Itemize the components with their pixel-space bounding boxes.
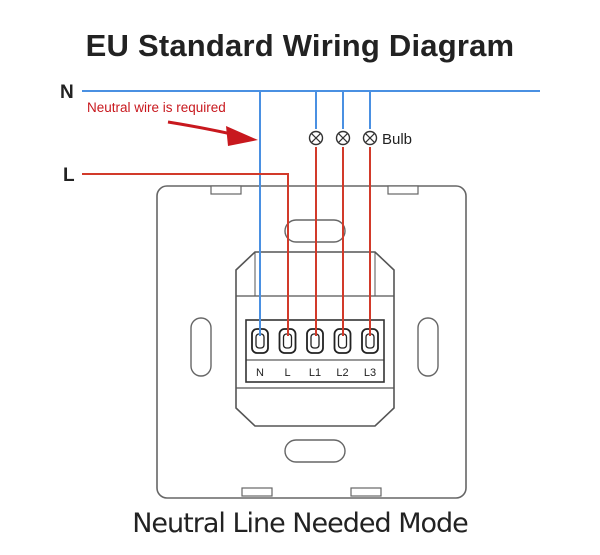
neutral-required-note: Neutral wire is required (87, 100, 226, 115)
mount-slot-bottom (284, 439, 346, 463)
pointer-arrow (167, 120, 237, 137)
terminal-label-n: N (256, 367, 264, 379)
plate-clip-top-right (387, 185, 419, 195)
bulb-1-icon (308, 130, 324, 146)
mount-slot-right (417, 317, 439, 377)
terminal-label-l: L (284, 367, 290, 379)
terminal-label-l1: L1 (309, 367, 321, 379)
bulb-3-icon (362, 130, 378, 146)
mount-slot-left (190, 317, 212, 377)
plate-clip-top-left (210, 185, 242, 195)
terminal-label-l3: L3 (364, 367, 376, 379)
live-label: L (63, 165, 75, 186)
live-wire (82, 173, 289, 336)
pointer-arrow-head (226, 126, 258, 146)
mode-subtitle: Neutral Line Needed Mode (132, 508, 469, 539)
diagram-title: EU Standard Wiring Diagram (85, 28, 515, 63)
plate-clip-bottom-right (350, 487, 382, 497)
terminal-label-l2: L2 (336, 367, 348, 379)
bulb-label: Bulb (382, 131, 412, 148)
plate-clip-bottom-left (241, 487, 273, 497)
neutral-label: N (60, 82, 74, 103)
bulb-2-icon (335, 130, 351, 146)
